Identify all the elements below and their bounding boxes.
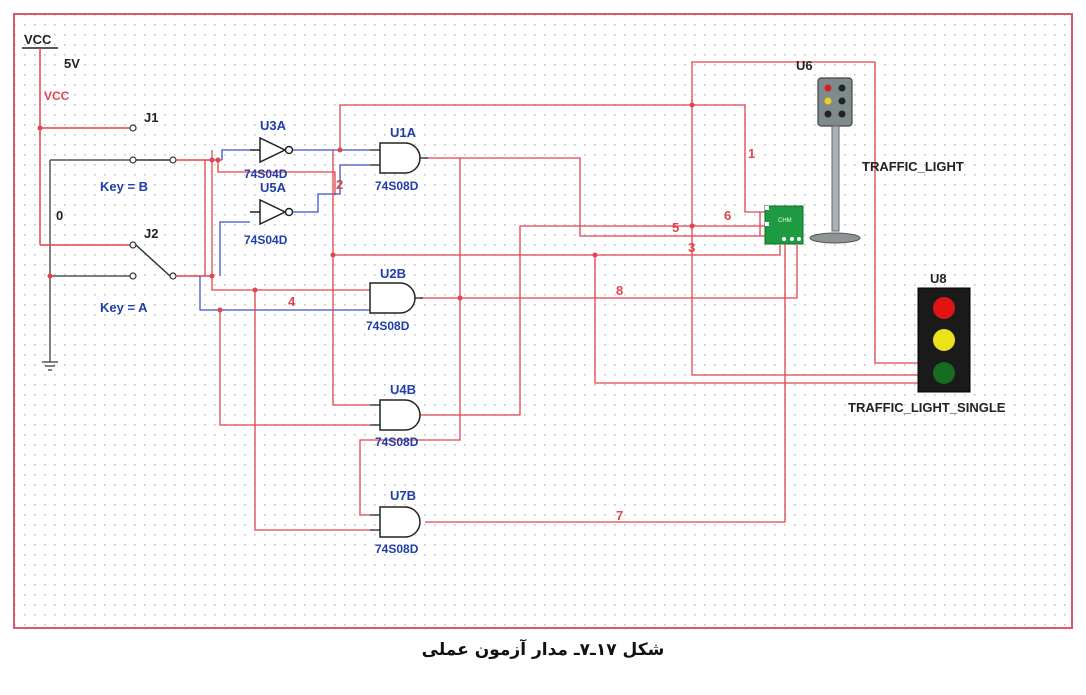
net-label-8: 8 [616,283,623,298]
u8-red-lamp-icon [933,297,955,319]
and-gate-u7b-label: U7B [390,488,416,503]
inverter-u3a[interactable]: U3A 74S04D [244,118,294,181]
ground-net-label: 0 [56,208,63,223]
traffic-light-u6[interactable]: U6 TRAFFIC_LIGHT [796,58,964,244]
net-label-7: 7 [616,508,623,523]
vcc-rail-label: VCC [24,32,52,47]
net-label-2: 2 [336,177,343,192]
and-gate-u1a[interactable]: U1A 74S08D [370,125,428,193]
switch-j1[interactable]: J1 Key = B [40,110,212,194]
and-gate-u4b-label: U4B [390,382,416,397]
net-label-3: 3 [688,240,695,255]
vcc-source: VCC 5V VCC [22,32,80,245]
chip-text: CHM [778,218,792,224]
inverter-u5a-part: 74S04D [244,233,288,247]
u8-yellow-lamp-icon [933,329,955,351]
junction-dots [37,102,695,313]
switch-j2-key-label: Key = A [100,300,148,315]
net-labels: 1 2 3 4 5 6 7 8 [288,146,755,523]
net-label-5: 5 [672,220,679,235]
traffic-light-u8-type: TRAFFIC_LIGHT_SINGLE [848,400,1006,415]
inverter-u5a-label: U5A [260,180,287,195]
and-gate-u1a-label: U1A [390,125,417,140]
traffic-light-u8[interactable]: U8 TRAFFIC_LIGHT_SINGLE [848,271,1006,415]
traffic-light-u8-label: U8 [930,271,947,286]
and-gate-u2b-label: U2B [380,266,406,281]
controller-chip[interactable]: CHM [764,205,804,245]
and-gate-u2b-part: 74S08D [366,319,410,333]
switch-j1-label: J1 [144,110,158,125]
and-gate-u4b-part: 74S08D [375,435,419,449]
traffic-light-u6-label: U6 [796,58,813,73]
and-gate-u2b[interactable]: U2B 74S08D [366,266,423,333]
switch-j1-key-label: Key = B [100,179,148,194]
vcc-net-label: VCC [44,89,70,103]
schematic-border [13,13,1073,629]
and-gate-u1a-part: 74S08D [375,179,419,193]
figure-caption: شکل ۱۷ـ۷ـ مدار آزمون عملی [421,640,665,660]
vcc-voltage-label: 5V [64,56,80,71]
switch-j2[interactable]: J2 Key = A [40,226,212,315]
and-gate-u7b[interactable]: U7B 74S08D [370,488,421,556]
u6-yellow-lamp-icon [824,97,832,105]
u6-red-lamp-icon [824,84,832,92]
and-gate-u4b[interactable]: U4B 74S08D [370,382,421,449]
traffic-light-u6-type: TRAFFIC_LIGHT [862,159,964,174]
net-label-6: 6 [724,208,731,223]
u8-green-lamp-icon [933,362,955,384]
inverter-u3a-label: U3A [260,118,287,133]
switch-j2-label: J2 [144,226,158,241]
inverter-u5a[interactable]: U5A 74S04D [244,180,294,247]
net-label-4: 4 [288,294,296,309]
net-label-1: 1 [748,146,755,161]
wiring [199,61,920,531]
and-gate-u7b-part: 74S08D [375,542,419,556]
inverter-u3a-part: 74S04D [244,167,288,181]
ground-source: 0 [42,160,63,371]
